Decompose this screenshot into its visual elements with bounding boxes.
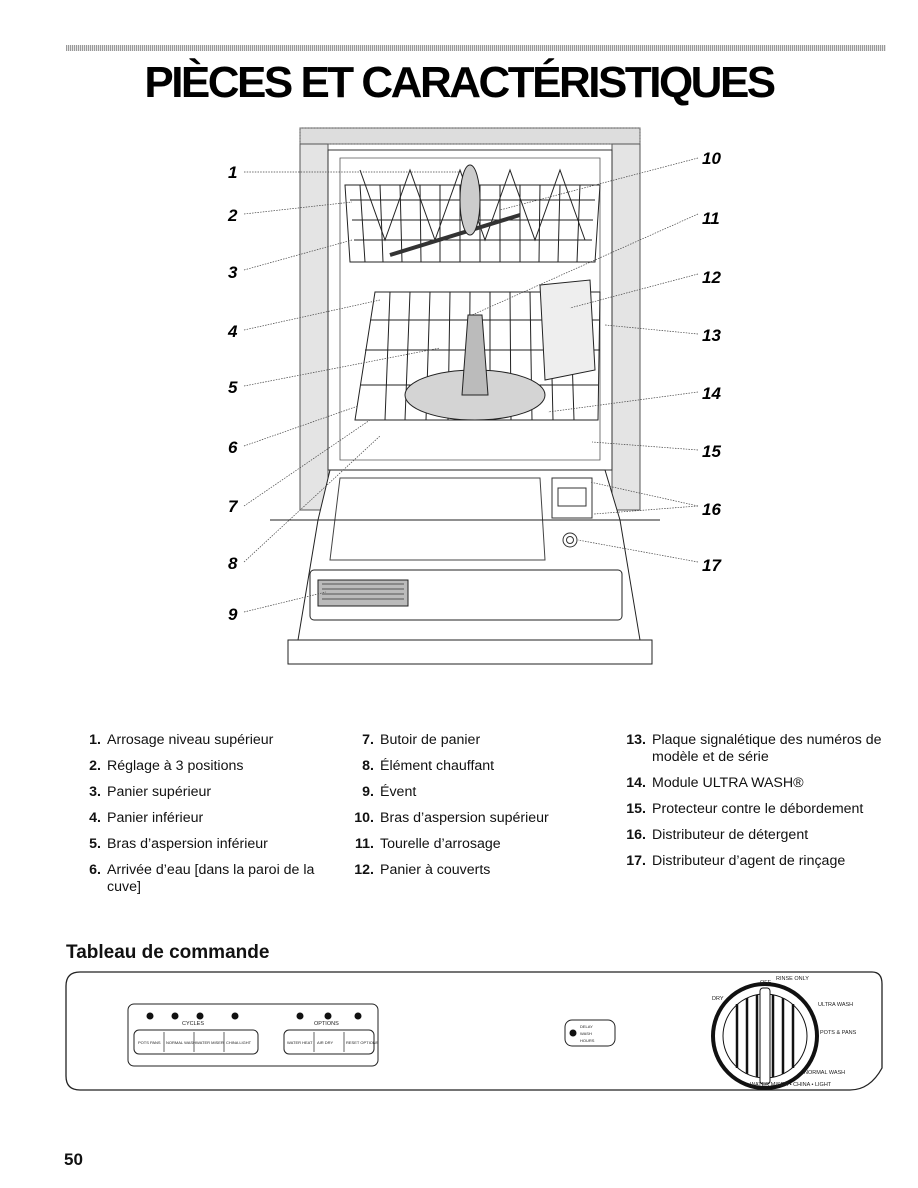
callout-4: 4 <box>227 322 238 341</box>
dial-label-water-miser: WATER MISER • CHINA • LIGHT <box>750 1082 832 1088</box>
page-title: PIÈCES ET CARACTÉRISTIQUES <box>144 58 776 107</box>
page-number: 50 <box>64 1150 83 1169</box>
callout-7: 7 <box>228 497 239 516</box>
list-item: 2.Réglage à 3 positions <box>89 758 244 774</box>
cycle-button-pots-pans[interactable]: POTS PANS <box>138 1040 161 1045</box>
cycles-label: CYCLES <box>182 1021 204 1027</box>
list-item: 6.Arrivée d’eau [dans la paroi de la cuv… <box>89 862 315 895</box>
callout-17: 17 <box>702 556 722 575</box>
list-item: 8.Élément chauffant <box>362 758 495 774</box>
list-item: 10.Bras d’aspersion supérieur <box>354 810 549 826</box>
callout-2: 2 <box>227 206 238 225</box>
dial-label-dry: DRY <box>712 996 724 1002</box>
dishwasher-diagram: 1 2 3 4 5 6 7 8 9 10 11 12 13 14 15 16 1… <box>227 127 722 665</box>
option-button-air-dry[interactable]: AIR DRY <box>317 1040 333 1045</box>
delay-wash-button[interactable]: WASH <box>580 1031 592 1036</box>
list-item: 15.Protecteur contre le débordement <box>626 801 864 817</box>
callout-14: 14 <box>702 384 721 403</box>
header-rule <box>66 45 886 51</box>
list-item: 17.Distributeur d’agent de rinçage <box>626 853 846 869</box>
list-item: 3.Panier supérieur <box>89 784 212 800</box>
parts-list-col3: 13.Plaque signalétique des numéros de mo… <box>622 732 892 879</box>
options-label: OPTIONS <box>314 1021 339 1027</box>
list-item: 5.Bras d’aspersion inférieur <box>89 836 268 852</box>
cycle-button-water-miser[interactable]: WATER MISER <box>196 1040 224 1045</box>
list-item: 16.Distributeur de détergent <box>626 827 809 843</box>
cycle-button-china-light[interactable]: CHINA LIGHT <box>226 1040 252 1045</box>
parts-list-col2: 7.Butoir de panier 8.Élément chauffant 9… <box>342 732 602 888</box>
list-item: 12.Panier à couverts <box>354 862 491 878</box>
callout-5: 5 <box>228 378 238 397</box>
callout-15: 15 <box>702 442 721 461</box>
dial-label-off: OFF <box>760 980 772 986</box>
callout-11: 11 <box>702 209 720 228</box>
dial-label-pots-pans: POTS & PANS <box>820 1030 857 1036</box>
callout-6: 6 <box>228 438 238 457</box>
cycle-button-normal-wash[interactable]: NORMAL WASH <box>166 1040 196 1045</box>
delay-label: DELAY <box>580 1024 593 1029</box>
callout-9: 9 <box>228 605 238 624</box>
control-panel-heading: Tableau de commande <box>66 942 270 963</box>
callout-10: 10 <box>702 149 721 168</box>
option-button-water-heat[interactable]: WATER HEAT <box>287 1040 313 1045</box>
option-button-reset[interactable]: RESET OPTIONS <box>346 1040 379 1045</box>
callout-13: 13 <box>702 326 721 345</box>
callout-16: 16 <box>702 500 721 519</box>
dial-label-ultra-wash: ULTRA WASH <box>818 1002 853 1008</box>
callout-3: 3 <box>228 263 238 282</box>
list-item: 4.Panier inférieur <box>89 810 204 826</box>
parts-list-col1: 1.Arrosage niveau supérieur 2.Réglage à … <box>85 732 325 905</box>
dial-label-normal-wash: NORMAL WASH <box>804 1070 845 1076</box>
list-item: 14.Module ULTRA WASH® <box>626 775 804 791</box>
list-item: 7.Butoir de panier <box>362 732 481 748</box>
list-item: 13.Plaque signalétique des numéros de mo… <box>626 732 882 765</box>
list-item: 11.Tourelle d’arrosage <box>355 836 501 852</box>
callout-8: 8 <box>228 554 238 573</box>
control-panel-diagram: CYCLES OPTIONS POTS PANS NORMAL WASH WAT… <box>65 971 883 1091</box>
callout-12: 12 <box>702 268 721 287</box>
list-item: 9.Évent <box>362 784 417 800</box>
dial-label-rinse: RINSE ONLY <box>776 976 809 982</box>
callout-1: 1 <box>228 163 237 182</box>
list-item: 1.Arrosage niveau supérieur <box>89 732 274 748</box>
hours-label: HOURS <box>580 1038 595 1043</box>
